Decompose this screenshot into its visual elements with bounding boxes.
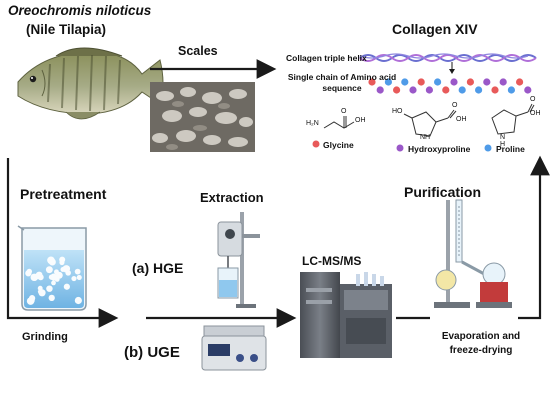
collagen-triple-helix — [359, 53, 537, 62]
hydroxyproline-ho-atom: HO — [392, 108, 403, 115]
flow-arrows — [6, 59, 550, 328]
glycine-o-atom: O — [341, 108, 347, 115]
collagen-title: Collagen XIV — [392, 21, 478, 37]
lcms-label: LC-MS/MS — [302, 254, 362, 268]
glycine-amine-atom: H₂N — [306, 120, 319, 127]
helix-zoom-arrow — [449, 62, 455, 74]
glycine-structure — [323, 116, 355, 129]
proline-n-atom: N — [500, 134, 506, 141]
tilapia-fish-image — [17, 47, 164, 120]
arrow-to-collagen — [518, 155, 550, 320]
amino-acid-bead — [393, 86, 401, 94]
evaporation-label: Evaporation and freeze-drying — [441, 331, 521, 356]
glycine-label: Glycine — [323, 140, 354, 150]
amino-acid-bead — [425, 86, 433, 94]
scale-fragment-bead — [51, 280, 56, 286]
amino-acid-bead — [417, 78, 425, 86]
scale-fragment-bead — [74, 268, 81, 275]
amino-acid-bead — [409, 86, 417, 94]
amino-acid-bead — [458, 86, 466, 94]
proline-o-atom: O — [530, 96, 536, 103]
amino-acid-bead — [368, 78, 376, 86]
amino-acid-bead — [507, 86, 515, 94]
hydroxyproline-dot — [396, 144, 404, 152]
scale-fragment-bead — [74, 296, 82, 305]
hydroxyproline-o-atom: O — [452, 102, 458, 109]
hydroxyproline-nh-atom: NH — [420, 134, 431, 141]
scale-fragment-bead — [48, 294, 55, 302]
scale-fragment-bead — [48, 274, 55, 280]
amino-acid-bead — [434, 78, 442, 86]
scale-fragment-bead — [76, 274, 82, 280]
glycine-dot — [312, 140, 320, 148]
pretreatment-label: Pretreatment — [20, 186, 107, 202]
scale-fragment-bead — [35, 271, 43, 279]
hge-label: (a) HGE — [132, 260, 184, 276]
scale-fragment-bead — [29, 297, 35, 304]
scale-fragment-bead — [55, 271, 63, 279]
proline-h-atom: H — [500, 141, 506, 148]
hydroxyproline-oh-atom: OH — [456, 116, 467, 123]
fish-scales-photo — [150, 82, 255, 152]
amino-acid-bead — [516, 78, 524, 86]
proline-label: Proline — [496, 144, 525, 154]
rotary-evaporator-image — [434, 199, 512, 308]
proline-dot — [484, 144, 492, 152]
scale-fragment-bead — [59, 259, 65, 266]
amino-acid-bead — [524, 86, 532, 94]
proline-structure — [491, 103, 535, 135]
scale-fragment-bead — [48, 258, 56, 266]
extraction-label: Extraction — [200, 190, 264, 205]
amino-acid-bead — [483, 78, 491, 86]
purification-label: Purification — [404, 184, 482, 200]
amino-acid-bead — [499, 78, 507, 86]
hydroxyproline-structure — [403, 109, 457, 137]
scale-fragment-bead — [38, 289, 46, 297]
lc-ms-instrument-image — [300, 272, 392, 358]
ultrasonic-bath-image — [201, 325, 267, 371]
single-chain-label: Single chain of Amino acid sequence — [287, 72, 397, 93]
amino-acid-bead — [384, 78, 392, 86]
arrow-pretreatment — [6, 158, 119, 328]
uge-label: (b) UGE — [124, 344, 180, 361]
amino-acid-bead — [442, 86, 450, 94]
amino-acid-bead — [491, 86, 499, 94]
beaker-image — [17, 225, 87, 311]
amino-acid-bead — [401, 78, 409, 86]
amino-acid-chain — [368, 78, 532, 94]
amino-acid-bead — [466, 78, 474, 86]
scale-fragment-bead — [71, 276, 77, 282]
amino-acid-bead — [450, 78, 458, 86]
overhead-stirrer-image — [217, 212, 260, 308]
common-name: (Nile Tilapia) — [26, 22, 107, 37]
scale-fragment-bead — [45, 266, 53, 274]
scale-fragment-bead — [62, 265, 71, 273]
scale-fragment-bead — [25, 270, 32, 277]
hydroxyproline-label: Hydroxyproline — [408, 144, 471, 154]
species-name: Oreochromis niloticus — [8, 3, 152, 18]
triple-helix-label: Collagen triple helix — [286, 53, 367, 63]
glycine-oh-atom: OH — [355, 117, 366, 124]
scales-label: Scales — [178, 44, 218, 58]
scale-fragment-bead — [63, 283, 70, 290]
grinding-label: Grinding — [22, 331, 68, 343]
proline-oh-atom: OH — [530, 110, 541, 117]
amino-acid-bead — [475, 86, 483, 94]
scale-fragment-bead — [46, 285, 53, 292]
amino-acid-bead — [376, 86, 384, 94]
